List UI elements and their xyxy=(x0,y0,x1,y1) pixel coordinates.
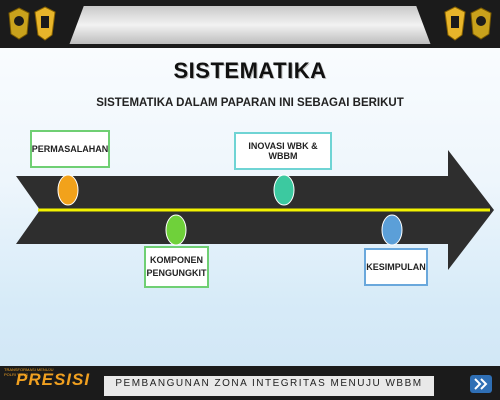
step-box-inovasi: INOVASI WBK & WBBM xyxy=(234,132,332,170)
polri-logo-icon-right xyxy=(470,7,492,40)
presisi-logo: PRESISI xyxy=(16,370,91,389)
footer-text: PEMBANGUNAN ZONA INTEGRITAS MENUJU WBBM xyxy=(115,378,423,389)
header-panel xyxy=(62,6,438,44)
node-permasalahan xyxy=(57,174,79,206)
node-komponen xyxy=(165,214,187,246)
slide-subtitle: SISTEMATIKA DALAM PAPARAN INI SEBAGAI BE… xyxy=(96,97,404,109)
polri-logo-icon xyxy=(8,7,30,40)
step-box-permasalahan: PERMASALAHAN xyxy=(30,130,110,168)
header-bar xyxy=(0,0,500,48)
footer-tagline: TRANSFORMASI MENUJU POLRI YANG xyxy=(4,367,54,377)
police-emblem-icon-right xyxy=(444,6,466,41)
step-box-kesimpulan: KESIMPULAN xyxy=(364,248,428,286)
node-kesimpulan xyxy=(381,214,403,246)
node-inovasi xyxy=(273,174,295,206)
police-emblem-icon xyxy=(34,6,56,41)
footer-bar: TRANSFORMASI MENUJU POLRI YANG PRESISI P… xyxy=(0,366,500,400)
slide-title: SISTEMATIKA xyxy=(173,58,327,83)
next-slide-icon[interactable] xyxy=(470,375,492,393)
step-box-komponen: KOMPONEN PENGUNGKIT xyxy=(144,246,209,288)
footer-strip xyxy=(104,376,434,396)
